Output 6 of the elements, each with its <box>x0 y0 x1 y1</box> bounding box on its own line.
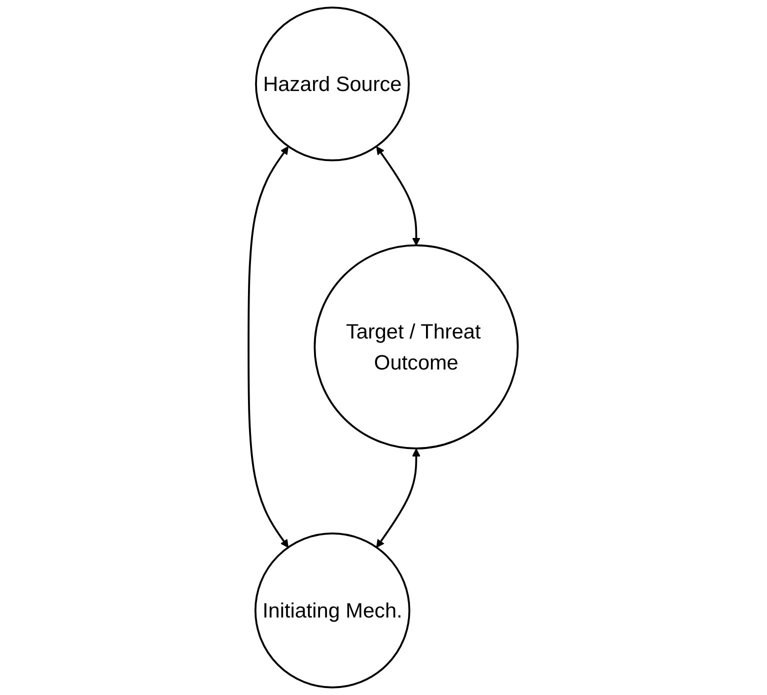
node-circle: Target / Threat Outcome <box>314 244 520 450</box>
arrow <box>248 146 289 548</box>
node-circle: Hazard Source <box>255 6 410 162</box>
node-circle: Initiating Mech. <box>254 532 411 688</box>
arrow <box>376 146 421 246</box>
arrow <box>376 448 421 548</box>
